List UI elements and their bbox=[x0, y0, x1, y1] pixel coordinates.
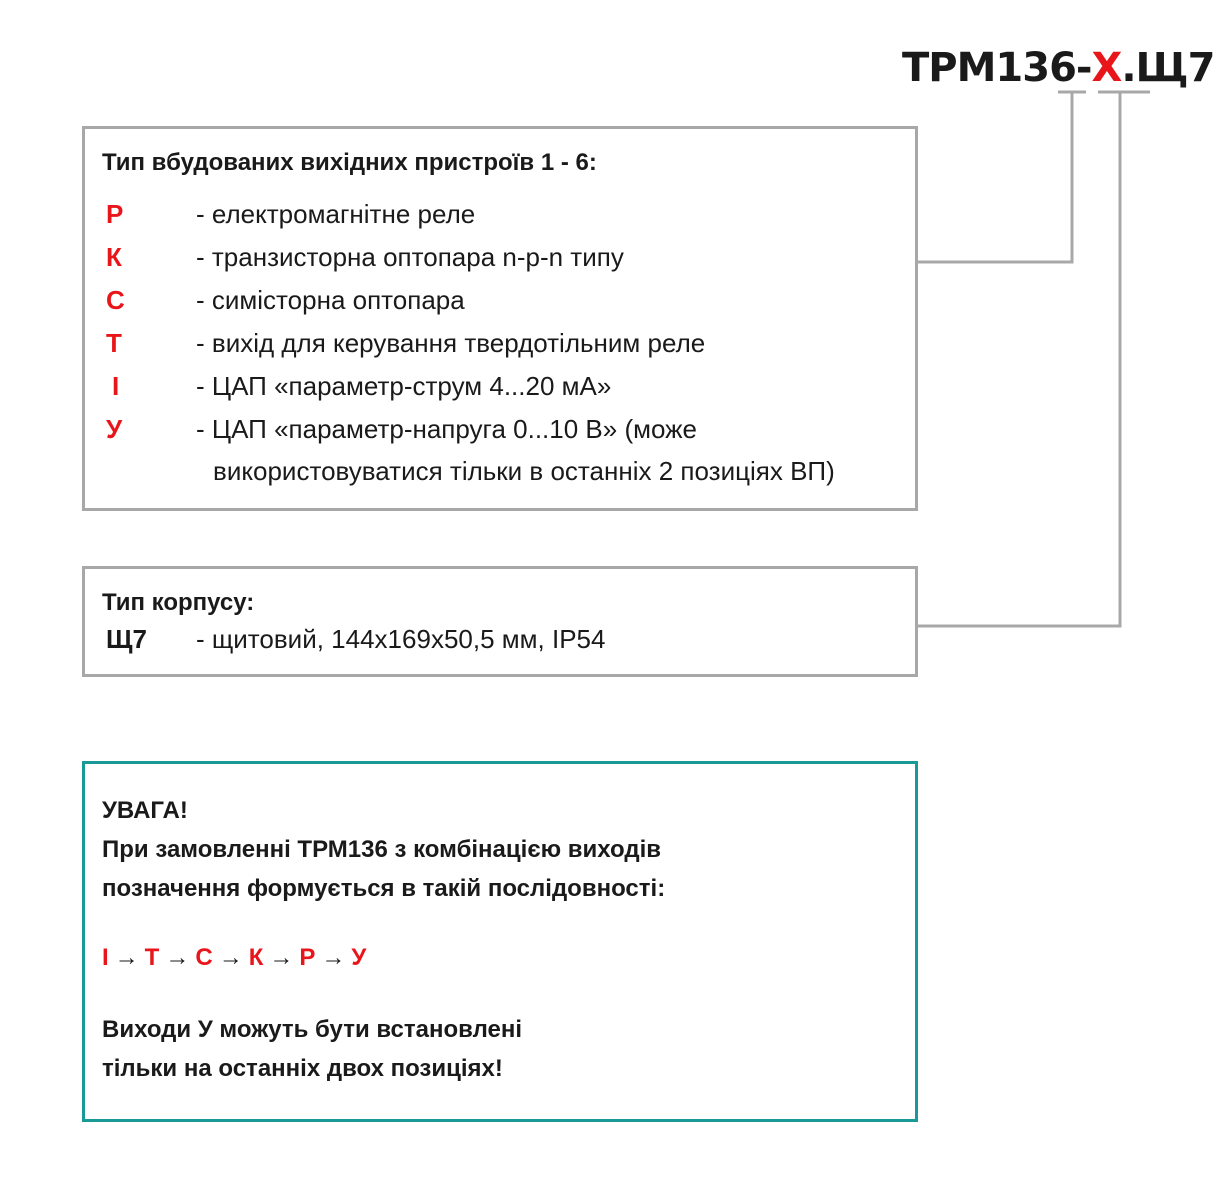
housing-description: - щитовий, 144х169х50,5 мм, IP54 bbox=[196, 624, 606, 654]
arrow-icon: → bbox=[165, 944, 190, 971]
arrow-icon: → bbox=[269, 944, 294, 971]
outputs-heading: Тип вбудованих вихідних пристроїв 1 - 6: bbox=[102, 149, 597, 176]
sequence-item: У bbox=[351, 944, 367, 971]
output-code: К bbox=[106, 242, 122, 272]
output-sequence: І→Т→С→К→Р→У bbox=[102, 944, 366, 972]
warning-note-line-1: Виходи У можуть бути встановлені bbox=[102, 1016, 523, 1043]
housing-heading: Тип корпусу: bbox=[102, 589, 255, 616]
arrow-icon: → bbox=[114, 944, 139, 971]
warning-line-1: При замовленні ТРМ136 з комбінацією вихо… bbox=[102, 836, 661, 863]
output-code: І bbox=[112, 371, 120, 401]
outputs-type-box: Тип вбудованих вихідних пристроїв 1 - 6:… bbox=[82, 126, 918, 511]
output-code: Р bbox=[106, 199, 124, 229]
warning-note-line-2: тільки на останніх двох позиціях! bbox=[102, 1055, 503, 1082]
output-description: - транзисторна оптопара n-p-n типу bbox=[196, 242, 624, 272]
warning-box: УВАГА! При замовленні ТРМ136 з комбінаці… bbox=[82, 761, 918, 1122]
output-code: Т bbox=[106, 328, 122, 358]
warning-title: УВАГА! bbox=[102, 797, 188, 824]
model-code-suffix: .Щ7 bbox=[1121, 45, 1214, 91]
sequence-item: І bbox=[102, 944, 109, 971]
sequence-item: С bbox=[195, 944, 213, 971]
output-description-continuation: використовуватися тільки в останніх 2 по… bbox=[213, 456, 835, 486]
output-description: - вихід для керування твердотільним реле bbox=[196, 328, 706, 358]
warning-line-2: позначення формується в такій послідовно… bbox=[102, 875, 666, 902]
connector-outputs bbox=[918, 92, 1074, 264]
sequence-item: Р bbox=[299, 944, 316, 971]
model-code: ТРМ136-Х.Щ7 bbox=[902, 40, 1214, 96]
arrow-icon: → bbox=[321, 944, 346, 971]
output-description: - ЦАП «параметр-струм 4...20 мА» bbox=[196, 371, 612, 401]
output-description: - симісторна оптопара bbox=[196, 285, 465, 315]
arrow-icon: → bbox=[218, 944, 243, 971]
output-description: - електромагнітне реле bbox=[196, 199, 476, 229]
housing-type-box: Тип корпусу: Щ7 - щитовий, 144х169х50,5 … bbox=[82, 566, 918, 677]
housing-code: Щ7 bbox=[106, 624, 147, 654]
sequence-item: Т bbox=[144, 944, 160, 971]
output-code: С bbox=[106, 285, 125, 315]
output-code: У bbox=[106, 414, 123, 444]
model-code-prefix: ТРМ136- bbox=[902, 45, 1093, 91]
model-code-variable: Х bbox=[1091, 45, 1123, 91]
connector-housing bbox=[918, 92, 1122, 628]
output-description: - ЦАП «параметр-напруга 0...10 В» (може bbox=[196, 414, 698, 444]
sequence-item: К bbox=[248, 944, 264, 971]
